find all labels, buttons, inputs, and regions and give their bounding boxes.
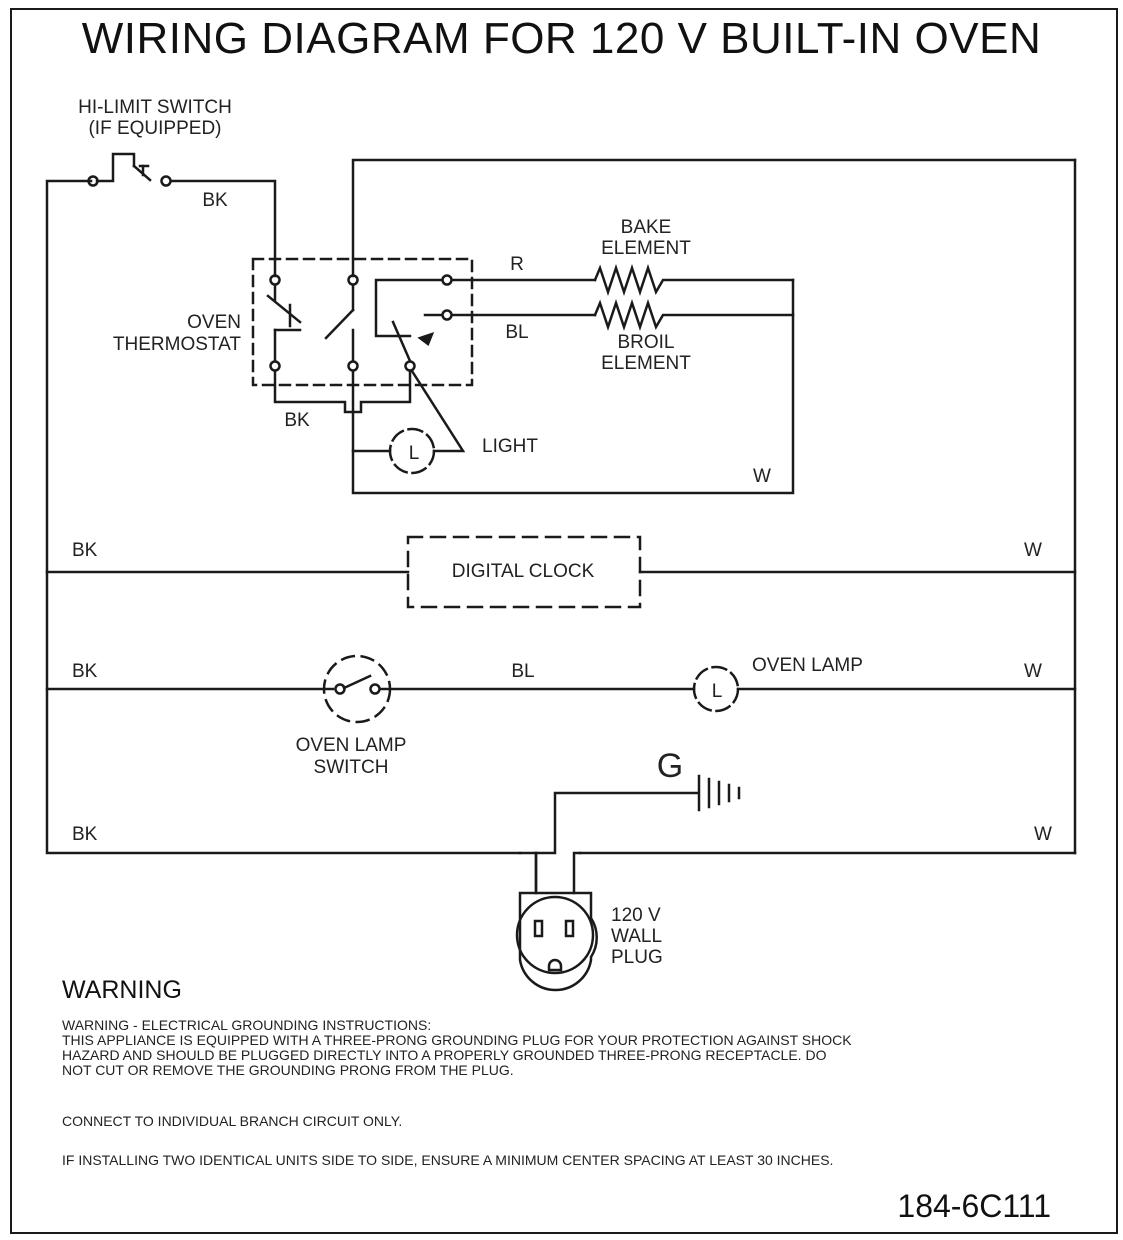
thermostat-jumper-wire: [273, 369, 412, 414]
left-bus-wire: [45, 179, 522, 855]
ground-symbol-icon: [697, 774, 741, 812]
bk-bottom-label: BK: [72, 824, 98, 845]
plug-label-1: 120 V: [611, 905, 661, 926]
w-lamp-label: W: [1024, 661, 1042, 682]
warning-paragraph-spacing: IF INSTALLING TWO IDENTICAL UNITS SIDE T…: [62, 1152, 834, 1168]
bake-element-icon: [593, 264, 795, 296]
diagram-title: WIRING DIAGRAM FOR 120 V BUILT-IN OVEN: [81, 14, 1042, 63]
hi-limit-label-2: (IF EQUIPPED): [88, 118, 221, 139]
bk-thermostat-label: BK: [284, 410, 310, 431]
light-return-wire: [410, 369, 466, 453]
hi-limit-label-1: HI-LIMIT SWITCH: [78, 97, 232, 118]
bake-element-label-2: ELEMENT: [601, 238, 691, 259]
bake-element-label-1: BAKE: [621, 217, 672, 238]
oven-lamp-label: OVEN LAMP: [752, 655, 863, 676]
oven-thermostat-box: [251, 257, 474, 387]
warning-paragraph-grounding: WARNING - ELECTRICAL GROUNDING INSTRUCTI…: [62, 1017, 852, 1078]
oven-thermostat-label-1: OVEN: [187, 312, 241, 333]
thermostat-contacts: [266, 274, 453, 372]
bk-top-label: BK: [202, 190, 228, 211]
bk-clock-label: BK: [72, 540, 98, 561]
light-label: LIGHT: [482, 436, 538, 457]
plug-label-2: WALL: [611, 926, 662, 947]
bl-lamp-label: BL: [511, 661, 534, 682]
digital-clock-label: DIGITAL CLOCK: [452, 561, 595, 582]
document-code: 184-6C111: [897, 1188, 1051, 1224]
ground-label: G: [657, 747, 683, 785]
w-clock-label: W: [1024, 540, 1042, 561]
ground-wire: [534, 791, 699, 895]
broil-element-label-1: BROIL: [617, 332, 674, 353]
oven-lamp-switch-label-1: OVEN LAMP: [296, 735, 407, 756]
oven-thermostat-label-2: THERMOSTAT: [113, 334, 241, 355]
plug-lead-neutral: [572, 851, 582, 895]
broil-element-label-2: ELEMENT: [601, 353, 691, 374]
bl-element-wire-label: BL: [505, 322, 528, 343]
w-inner-label: W: [753, 466, 771, 487]
wall-plug-icon: [515, 891, 598, 992]
w-bottom-label: W: [1034, 824, 1052, 845]
warning-heading: WARNING: [62, 976, 182, 1004]
oven-lamp-switch-label-2: SWITCH: [314, 757, 389, 778]
oven-lamp-symbol-label: L: [712, 681, 723, 702]
diagram-frame: [10, 8, 1118, 1234]
warning-paragraph-branch-circuit: CONNECT TO INDIVIDUAL BRANCH CIRCUIT ONL…: [62, 1113, 403, 1129]
plug-label-3: PLUG: [611, 947, 663, 968]
top-neutral-wire: [351, 158, 1077, 278]
broil-element-icon: [593, 299, 795, 331]
bk-lamp-label: BK: [72, 661, 98, 682]
hi-limit-to-thermostat-wire: [169, 179, 277, 278]
hi-limit-switch: [87, 152, 172, 187]
r-wire-label: R: [510, 254, 524, 275]
light-symbol-label: L: [409, 443, 420, 464]
thermostat-light-wire: [351, 278, 795, 495]
